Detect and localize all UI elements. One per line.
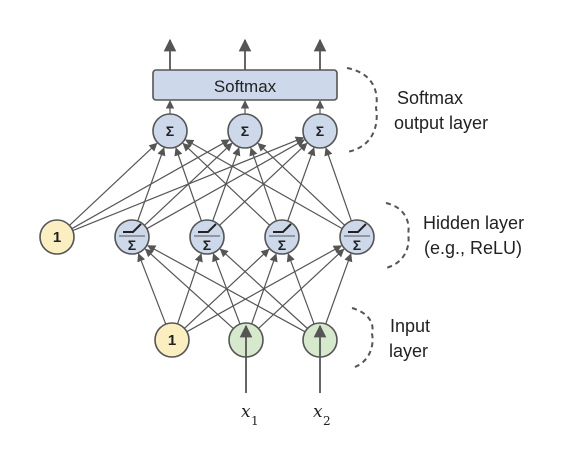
sigma-icon: Σ [241, 123, 249, 139]
connection-input-2-hidden-1 [144, 248, 234, 330]
input-annotation-line1: Input [390, 316, 430, 336]
input-brace [351, 307, 374, 369]
hidden-bias-label: 1 [53, 229, 61, 246]
output-neurons: Σ Σ Σ [152, 113, 338, 149]
input-label-2: x 2 [313, 402, 331, 428]
connections-group [68, 100, 353, 333]
output-neuron-1: Σ [152, 113, 188, 149]
connection-input-1-hidden-1 [137, 253, 167, 325]
sigma-icon: Σ [166, 123, 174, 139]
connection-hidden-3-output-1 [182, 142, 271, 226]
connection-hidden-0-output-1 [68, 142, 158, 226]
output-neuron-3: Σ [302, 113, 338, 149]
input-label-1-sub: 1 [251, 414, 259, 428]
softmax-brace [346, 67, 378, 153]
hidden-annotation-line1: Hidden layer [423, 213, 524, 233]
softmax-label: Softmax [214, 77, 277, 96]
sigma-icon: Σ [316, 123, 324, 139]
output-neuron-2: Σ [227, 113, 263, 149]
hidden-neuron-2: Σ [189, 219, 225, 255]
hidden-neuron-1: Σ [114, 219, 150, 255]
connection-input-3-hidden-2 [219, 248, 308, 329]
input-bias-neuron: 1 [154, 322, 190, 358]
connection-hidden-4-output-2 [257, 142, 346, 226]
sigma-icon: Σ [353, 237, 361, 253]
softmax-rect [152, 69, 338, 101]
input-label-1-var: x [241, 402, 251, 422]
connection-input-3-hidden-3 [286, 253, 315, 325]
hidden-annotation-line2: (e.g., ReLU) [424, 238, 522, 258]
softmax-annotation-line1: Softmax [397, 88, 463, 108]
connection-input-3-hidden-1 [147, 245, 306, 333]
hidden-brace [385, 202, 410, 269]
input-annotation-line2: layer [389, 341, 428, 361]
input-label-1: x 1 [241, 402, 259, 428]
relu-icon [348, 223, 367, 233]
hidden-neuron-4: Σ [339, 219, 375, 255]
softmax-annotation-line2: output layer [394, 113, 488, 133]
relu-icon [273, 223, 292, 233]
hidden-bias-neuron: 1 [39, 219, 75, 255]
sigma-icon: Σ [278, 237, 286, 253]
connection-hidden-1-output-1 [137, 147, 166, 222]
softmax-box: Softmax [152, 69, 338, 101]
output-arrows [163, 38, 327, 70]
input-bias-label: 1 [168, 332, 176, 349]
sigma-icon: Σ [203, 237, 211, 253]
connection-hidden-4-output-3 [324, 147, 352, 222]
input-label-2-var: x [313, 402, 323, 422]
relu-icon [198, 223, 217, 233]
sigma-icon: Σ [128, 237, 136, 253]
input-arrows [239, 324, 327, 393]
relu-icon [123, 223, 142, 233]
input-label-2-sub: 2 [323, 414, 331, 428]
hidden-neuron-3: Σ [264, 219, 300, 255]
connection-hidden-2-output-1 [174, 147, 202, 222]
connection-hidden-4-output-1 [184, 139, 343, 230]
connection-input-3-hidden-4 [325, 253, 353, 325]
